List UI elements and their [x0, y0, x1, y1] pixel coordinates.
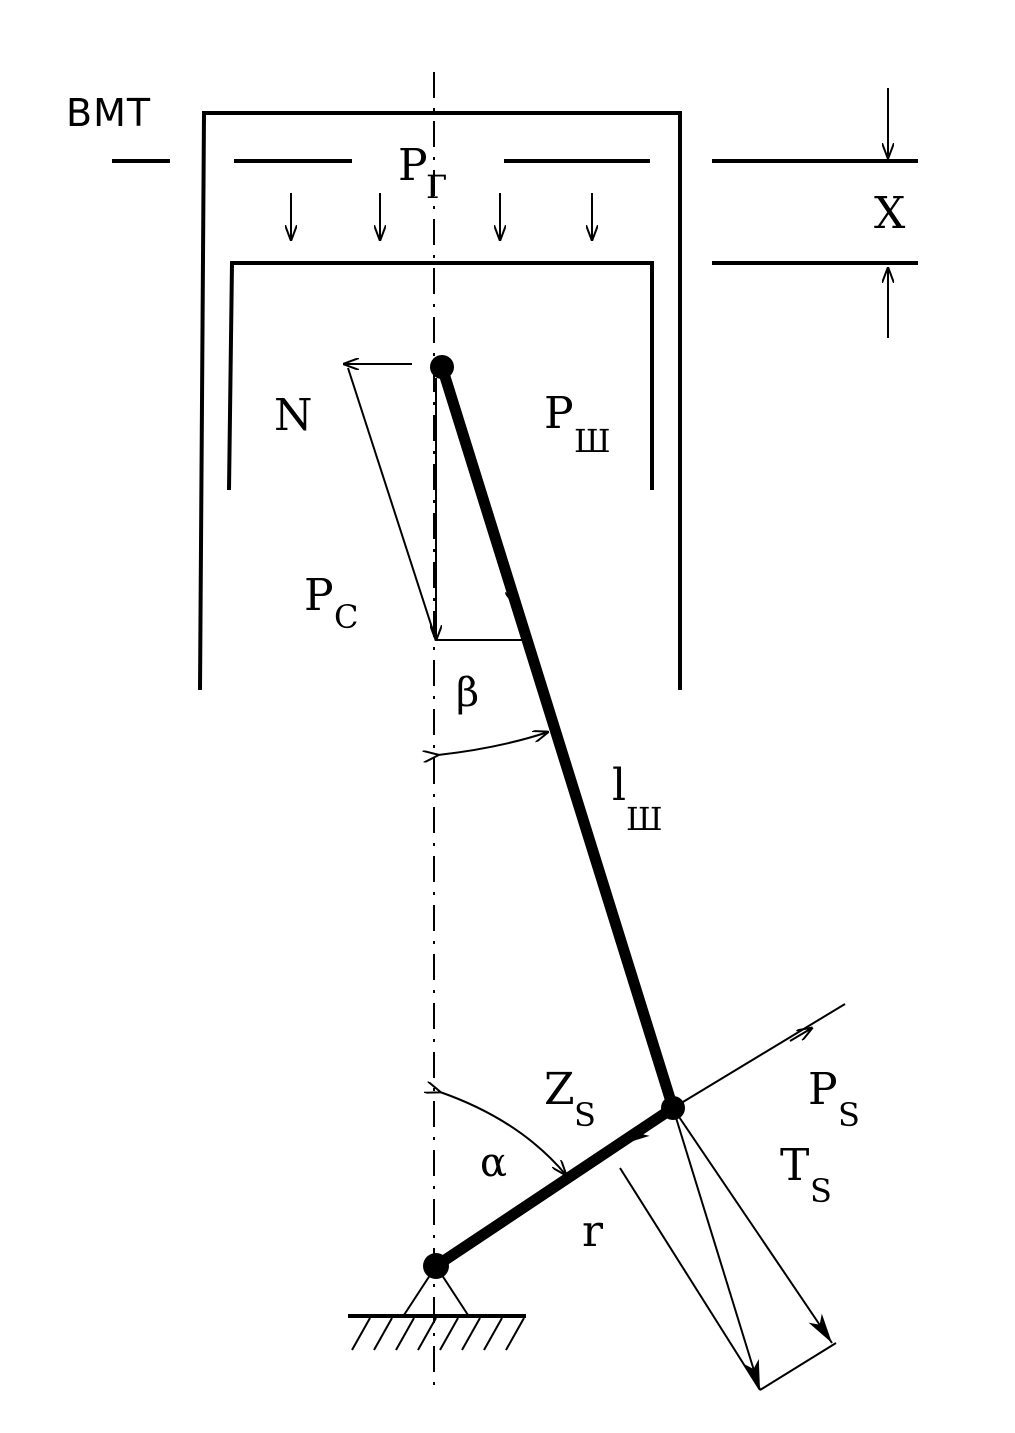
gas-force-label: P — [398, 140, 428, 191]
connecting-rod — [436, 361, 679, 1114]
tangential-force-subscript: S — [810, 1172, 832, 1210]
beta-angle-arc — [438, 732, 548, 755]
resultant-force-line — [672, 1107, 761, 1391]
projection-line-lower — [619, 1167, 761, 1391]
piston-force-label: P — [304, 570, 334, 621]
piston-inner-wall — [227, 261, 654, 491]
crank-force-subscript: S — [838, 1096, 860, 1134]
gas-force-subscript: Г — [426, 168, 447, 206]
piston-pin-joint — [430, 355, 454, 379]
rod-angle-label: β — [456, 670, 479, 716]
crank-arm — [430, 1102, 679, 1272]
crank-radius-label: r — [582, 1206, 604, 1257]
rod-force-diagonal — [347, 367, 437, 641]
crank-angle-label: α — [480, 1140, 507, 1186]
tangential-force-label: T — [780, 1140, 809, 1191]
tangential-force-line — [672, 1107, 833, 1344]
radial-force-subscript: S — [574, 1096, 596, 1134]
gas-pressure-arrows — [291, 193, 592, 240]
top-dead-center-label: BMT — [66, 91, 151, 135]
radial-force-arrow — [619, 1119, 661, 1146]
projection-line-right — [759, 1342, 837, 1391]
crank-force-arrowhead — [789, 1028, 812, 1042]
piston-force-subscript: C — [334, 598, 358, 636]
rod-force-label: P — [544, 388, 574, 439]
rod-length-label: l — [612, 760, 626, 811]
alpha-angle-arc — [440, 1092, 566, 1175]
rod-force-arrow — [499, 554, 515, 605]
cylinder-outer-wall — [198, 111, 682, 691]
normal-force-label: N — [274, 390, 313, 441]
ground-support — [348, 1265, 526, 1351]
crank-force-line — [672, 1003, 846, 1109]
rod-length-subscript: Ш — [626, 800, 663, 838]
radial-force-label: Z — [544, 1064, 575, 1115]
crank-force-label: P — [808, 1064, 838, 1115]
displacement-label: X — [874, 188, 906, 239]
rod-force-subscript: Ш — [574, 422, 611, 460]
